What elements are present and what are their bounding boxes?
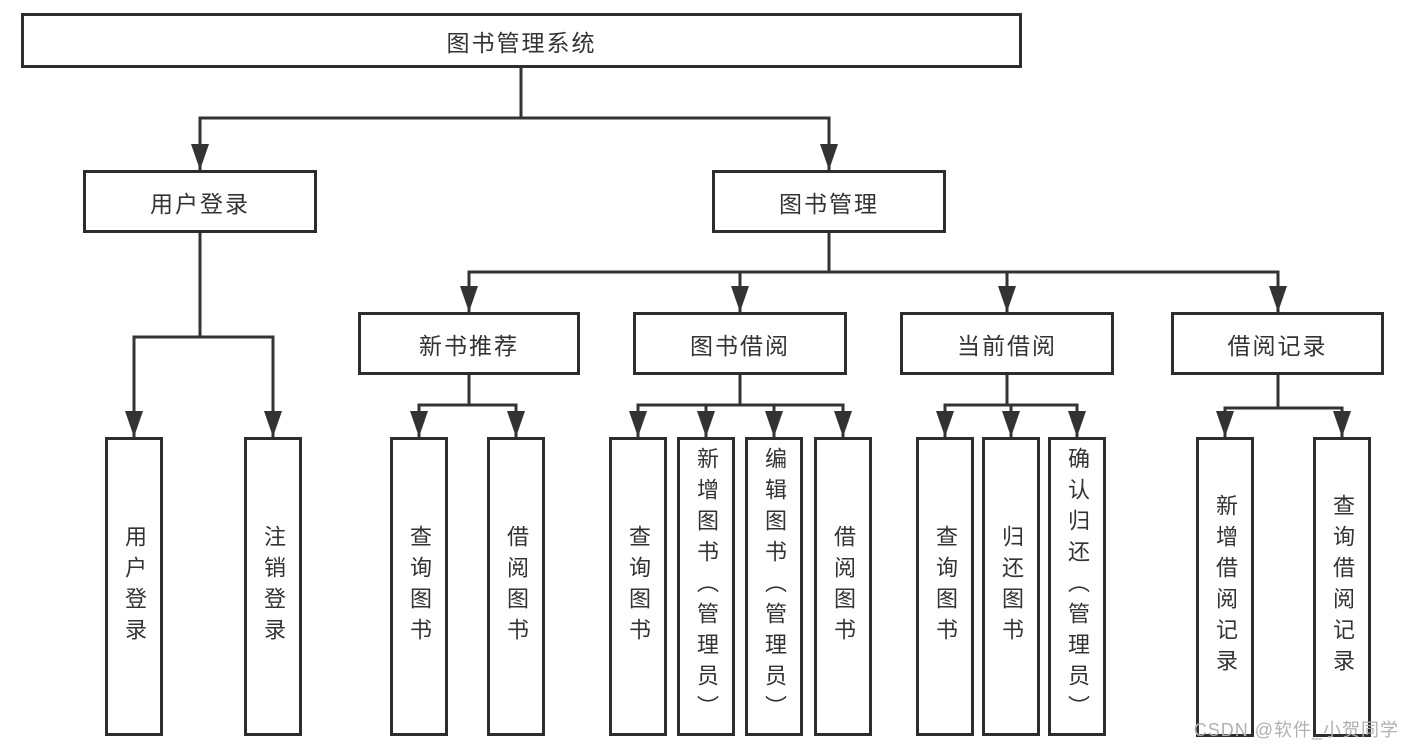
node-label: 用户登录 [150, 190, 250, 217]
leaf-label: 借阅图书 [504, 524, 529, 649]
node-label: 图书借阅 [690, 332, 790, 359]
leaf-user-login: 用户登录 [105, 437, 163, 736]
leaf-label: 确认归还（管理员） [1065, 447, 1090, 726]
leaf-add-books-admin: 新增图书（管理员） [677, 437, 735, 736]
leaf-confirm-return-admin: 确认归还（管理员） [1048, 437, 1106, 736]
connector-current-borrow-children [936, 373, 1086, 438]
leaf-label: 注销登录 [261, 524, 286, 649]
leaf-logout: 注销登录 [244, 437, 302, 736]
node-new-book-recommendation: 新书推荐 [358, 312, 580, 375]
node-book-management: 图书管理 [712, 170, 946, 233]
node-label: 图书管理系统 [446, 29, 597, 56]
leaf-query-books-3: 查询图书 [916, 437, 974, 736]
connector-book-borrow-children [629, 373, 852, 438]
leaf-label: 查询图书 [407, 524, 432, 649]
node-book-borrowing: 图书借阅 [633, 312, 847, 375]
leaf-label: 归还图书 [999, 524, 1024, 649]
leaf-borrow-books-1: 借阅图书 [487, 437, 545, 736]
leaf-query-books-2: 查询图书 [609, 437, 667, 736]
node-current-borrowing: 当前借阅 [900, 312, 1114, 375]
leaf-label: 借阅图书 [831, 524, 856, 649]
leaf-return-books: 归还图书 [982, 437, 1040, 736]
node-label: 图书管理 [779, 190, 879, 217]
connector-user-login-children [125, 231, 282, 438]
leaf-query-books-1: 查询图书 [390, 437, 448, 736]
node-user-login: 用户登录 [83, 170, 317, 233]
leaf-label: 查询借阅记录 [1330, 494, 1355, 680]
node-label: 借阅记录 [1227, 332, 1328, 359]
leaf-add-borrow-record: 新增借阅记录 [1196, 437, 1254, 737]
node-label: 新书推荐 [419, 332, 519, 359]
node-borrow-records: 借阅记录 [1171, 312, 1384, 375]
leaf-label: 新增图书（管理员） [694, 447, 719, 726]
leaf-label: 用户登录 [122, 524, 147, 649]
leaf-label: 编辑图书（管理员） [762, 447, 787, 726]
leaf-label: 查询图书 [933, 524, 958, 649]
leaf-edit-books-admin: 编辑图书（管理员） [745, 437, 803, 736]
connector-new-book-children [410, 373, 525, 438]
leaf-borrow-books-2: 借阅图书 [814, 437, 872, 736]
node-label: 当前借阅 [957, 332, 1057, 359]
connector-root-to-level2 [191, 66, 838, 171]
connector-borrow-records-children [1216, 373, 1351, 438]
node-library-management-system: 图书管理系统 [21, 13, 1022, 68]
leaf-label: 新增借阅记录 [1213, 494, 1238, 680]
leaf-query-borrow-record: 查询借阅记录 [1313, 437, 1371, 737]
connector-book-mgmt-children [460, 231, 1287, 313]
leaf-label: 查询图书 [626, 524, 651, 649]
